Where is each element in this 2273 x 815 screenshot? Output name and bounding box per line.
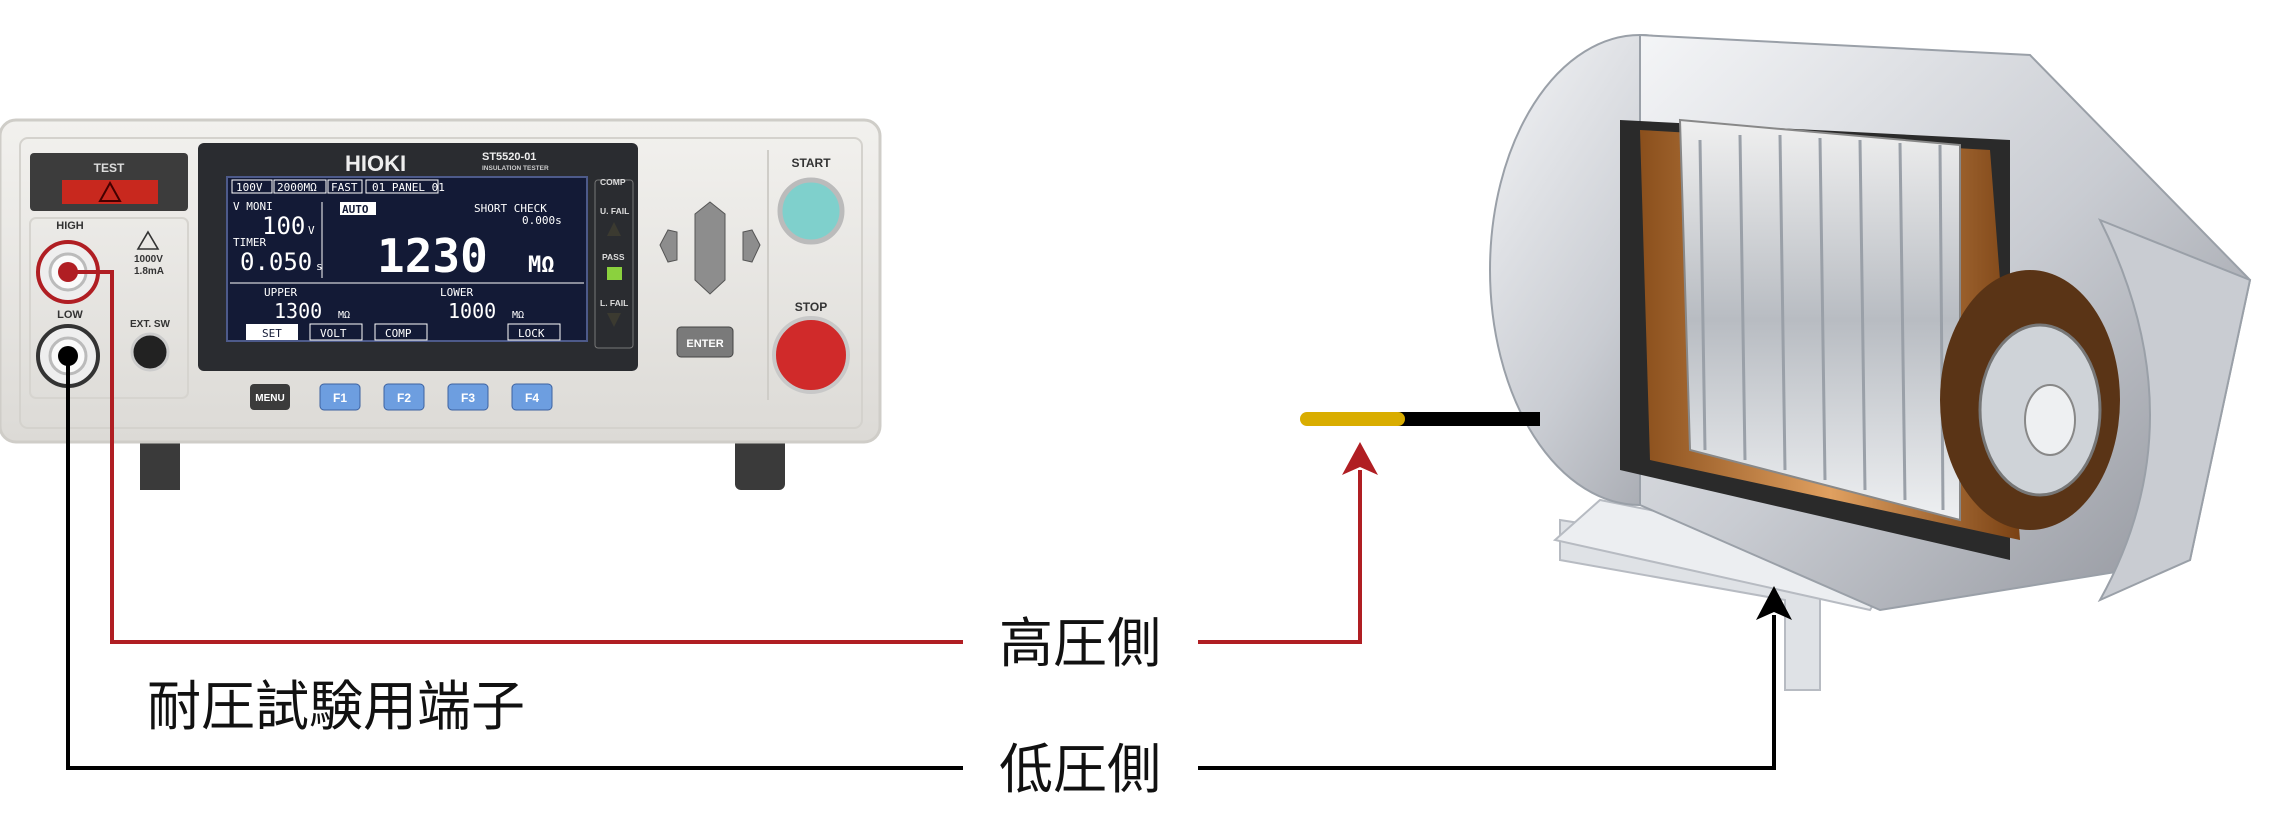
lower-label: LOWER	[440, 286, 473, 299]
measured-resistance: 1230	[377, 229, 488, 283]
model-name: ST5520-01	[482, 151, 536, 163]
caution-icon	[136, 230, 160, 250]
ext-sw-label: EXT. SW	[130, 319, 171, 330]
low-side-label: 低圧側	[999, 738, 1161, 801]
brand-logo: HIOKI	[345, 151, 406, 176]
lower-unit: MΩ	[512, 310, 524, 321]
softkey-volt: VOLT	[320, 327, 347, 340]
softkey-comp: COMP	[385, 327, 412, 340]
upper-label: UPPER	[264, 286, 297, 299]
timer-value: 0.050	[240, 248, 312, 276]
upper-value: 1300	[274, 299, 322, 323]
high-side-arrow-icon	[1342, 442, 1378, 475]
arrow-left-key[interactable]	[659, 229, 678, 263]
high-side-line-to-motor	[1198, 470, 1362, 644]
pass-label: PASS	[602, 252, 625, 262]
model-subtitle: INSULATION TESTER	[482, 165, 549, 172]
v-moni-label: V MONI	[233, 200, 273, 213]
comp-indicators: COMP U. FAIL PASS L. FAIL	[594, 177, 634, 349]
test-label: TEST	[94, 161, 125, 175]
u-fail-label: U. FAIL	[600, 206, 629, 216]
l-fail-label: L. FAIL	[600, 298, 628, 308]
ext-sw-jack[interactable]	[130, 332, 170, 372]
f4-label: F4	[525, 391, 539, 405]
enter-button[interactable]	[676, 326, 734, 358]
enter-label: ENTER	[686, 338, 723, 350]
v-unit: V	[308, 224, 315, 237]
stop-label: STOP	[795, 300, 827, 314]
upper-unit: MΩ	[338, 310, 350, 321]
f3-label: F3	[461, 391, 475, 405]
f-keys: F1 F2 F3 F4	[319, 383, 553, 411]
start-label: START	[791, 156, 831, 170]
short-check-value: 0.000s	[522, 214, 562, 227]
f1-label: F1	[333, 391, 347, 405]
status-range: 2000MΩ	[277, 181, 317, 194]
u-fail-lamp	[607, 222, 621, 236]
f3-button[interactable]	[447, 383, 489, 411]
low-label: LOW	[57, 309, 83, 321]
warning-icon	[98, 180, 122, 202]
f2-label: F2	[397, 391, 411, 405]
arrow-up-down-key[interactable]	[694, 201, 726, 295]
arrow-right-key[interactable]	[742, 229, 761, 263]
measured-unit: MΩ	[528, 253, 555, 278]
f2-button[interactable]	[383, 383, 425, 411]
start-button[interactable]	[777, 177, 845, 245]
rating-voltage: 1000V	[134, 254, 163, 265]
timer-label: TIMER	[233, 236, 266, 249]
short-check-label: SHORT CHECK	[474, 202, 547, 215]
v-moni-value: 100	[262, 212, 305, 240]
auto-badge: AUTO	[342, 203, 369, 216]
high-side-line	[68, 270, 963, 644]
timer-unit: s	[316, 260, 323, 273]
rating-current: 1.8mA	[134, 266, 164, 277]
menu-button[interactable]	[250, 384, 290, 410]
stop-button[interactable]	[772, 316, 850, 394]
motor-cutaway	[1489, 33, 2252, 691]
status-speed: FAST	[331, 181, 358, 194]
l-fail-lamp	[607, 313, 621, 327]
menu-button-label: MENU	[255, 393, 284, 404]
stator-core	[1678, 118, 1961, 522]
softkey-lock: LOCK	[518, 327, 545, 340]
high-label: HIGH	[56, 220, 84, 232]
lcd-screen	[226, 176, 588, 342]
pass-lamp	[607, 267, 622, 280]
terminal-label: 耐圧試験用端子	[147, 675, 525, 738]
f4-button[interactable]	[511, 383, 553, 411]
softkey-set: SET	[262, 327, 282, 340]
comp-title: COMP	[600, 177, 626, 187]
insulation-tester: TEST HIGH 1000V 1.8mA LOW EXT. SW HIOKI …	[0, 118, 882, 490]
low-side-line	[66, 356, 963, 770]
shaft	[2024, 384, 2076, 456]
lower-value: 1000	[448, 299, 496, 323]
high-side-label: 高圧側	[999, 612, 1161, 675]
low-side-line-to-motor	[1198, 615, 1776, 770]
status-panel: 01 PANEL_01	[372, 181, 445, 194]
status-voltage: 100V	[236, 181, 263, 194]
low-side-arrow-icon	[1756, 586, 1792, 620]
f1-button[interactable]	[319, 383, 361, 411]
